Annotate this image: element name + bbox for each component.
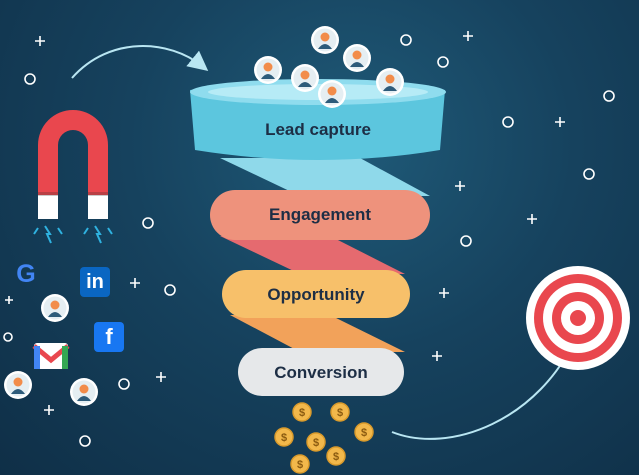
linkedin-label: in [86,270,104,293]
avatar [291,64,319,92]
coin-icon: $ [326,446,346,466]
avatar [311,26,339,54]
coin-icon: $ [354,422,374,442]
target-icon [526,266,630,370]
avatar [70,378,98,406]
funnel-stage-conversion [238,348,404,396]
gmail-icon [32,343,70,369]
funnel-stage-engagement [210,190,430,240]
google-icon: G [16,259,36,288]
coin-icon: $ [290,454,310,474]
stage-label-conversion: Conversion [274,363,368,382]
stage-label-opportunity: Opportunity [267,285,365,304]
svg-text:$: $ [333,451,339,463]
funnel-stage-lead-capture [190,79,446,160]
funnel-connectors [220,158,430,352]
coin-icon: $ [292,402,312,422]
stage-label-engagement: Engagement [268,205,372,224]
svg-text:$: $ [313,437,319,449]
avatar [343,44,371,72]
svg-text:$: $ [337,407,343,419]
linkedin-icon [80,267,110,297]
magnet-arrow [71,45,209,79]
decorative-sparkles [3,31,615,447]
avatar [4,371,32,399]
magnet-icon [33,110,113,244]
svg-text:$: $ [297,459,303,471]
avatar [254,56,282,84]
facebook-label: f [105,324,113,349]
svg-text:$: $ [299,407,305,419]
coins-group: $ $ $ $ $ $ $ [274,402,374,474]
avatar [318,80,346,108]
facebook-icon [94,322,124,352]
stage-label-lead-capture: Lead capture [265,120,371,139]
avatar [41,294,69,322]
svg-text:$: $ [281,432,287,444]
avatar [376,68,404,96]
lead-avatars [4,26,404,406]
coin-icon: $ [274,427,294,447]
funnel-stage-opportunity [222,270,410,318]
svg-text:$: $ [361,427,367,439]
coin-icon: $ [330,402,350,422]
coin-icon: $ [306,432,326,452]
